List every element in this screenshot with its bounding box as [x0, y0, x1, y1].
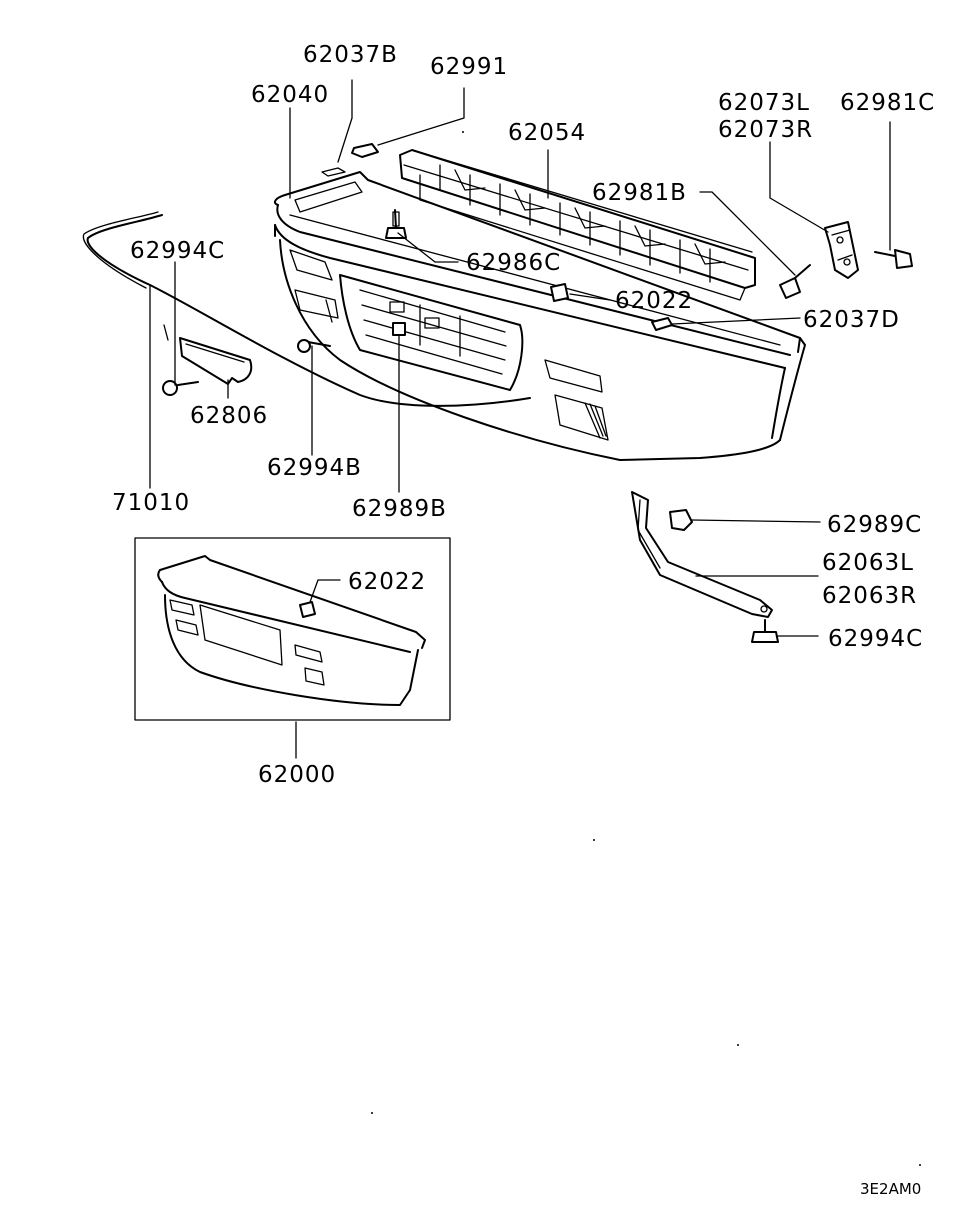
diagram-code: 3E2AM0	[860, 1180, 921, 1198]
clip-62037B	[321, 167, 346, 177]
scan-specks	[371, 131, 921, 1166]
clip-62989B	[392, 322, 406, 336]
clip-62991	[351, 143, 379, 158]
nut-62022-top	[550, 283, 569, 302]
bracket-62806	[162, 324, 253, 396]
label-62991: 62991	[430, 54, 508, 80]
label-62040: 62040	[251, 82, 329, 108]
clip-62037D	[651, 317, 673, 331]
label-62037D: 62037D	[803, 307, 900, 333]
bolt-62994C-bottom	[751, 619, 779, 643]
label-62994C-top: 62994C	[130, 238, 225, 264]
label-62981C: 62981C	[840, 90, 935, 116]
nut-62989C	[669, 509, 693, 531]
label-62994B: 62994B	[267, 455, 362, 481]
leader-lines	[149, 79, 891, 759]
label-62022-top: 62022	[615, 288, 693, 314]
bolt-62981C	[874, 249, 913, 269]
label-62989C: 62989C	[827, 512, 922, 538]
label-62022-inset: 62022	[348, 569, 426, 595]
label-62806: 62806	[190, 403, 268, 429]
label-62063R: 62063R	[822, 583, 917, 609]
label-62989B: 62989B	[352, 496, 447, 522]
label-62037B: 62037B	[303, 42, 398, 68]
label-62073R: 62073R	[718, 117, 813, 143]
label-62054: 62054	[508, 120, 586, 146]
label-62073L: 62073L	[718, 90, 810, 116]
label-62986C: 62986C	[466, 250, 561, 276]
bumper-cover	[273, 171, 806, 461]
screw-62986C	[385, 209, 407, 239]
label-62994C-bottom: 62994C	[828, 626, 923, 652]
label-62000: 62000	[258, 762, 336, 788]
inset-assembly-box	[134, 537, 451, 721]
label-62981B: 62981B	[592, 180, 687, 206]
bumper-reinforcement	[399, 149, 756, 301]
label-62063L: 62063L	[822, 550, 914, 576]
bolt-62981B	[779, 264, 811, 299]
screw-62994B	[297, 339, 331, 353]
label-71010: 71010	[112, 490, 190, 516]
side-bracket-62073	[824, 221, 859, 279]
bumper-molding-strip	[82, 211, 531, 407]
stay-62063	[631, 491, 773, 618]
